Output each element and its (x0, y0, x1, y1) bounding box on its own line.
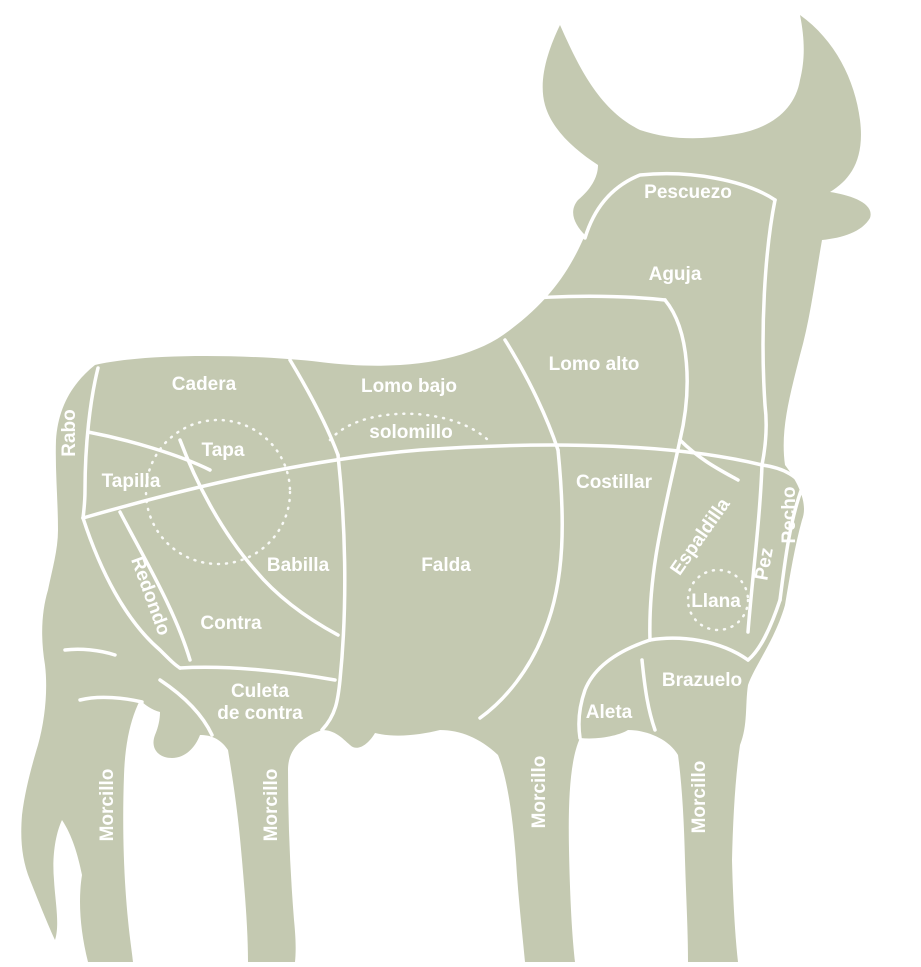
label-morcillo-front-outer: Morcillo (689, 761, 710, 834)
label-aleta: Aleta (586, 702, 633, 723)
label-cadera: Cadera (172, 374, 237, 395)
label-pescuezo: Pescuezo (644, 182, 732, 203)
label-aguja: Aguja (649, 264, 702, 285)
label-tapa: Tapa (202, 440, 245, 461)
label-morcillo-rear-inner: Morcillo (261, 769, 282, 842)
label-lomo-bajo: Lomo bajo (361, 376, 457, 397)
label-solomillo: solomillo (369, 422, 452, 443)
label-babilla: Babilla (267, 555, 330, 576)
label-rabo: Rabo (59, 409, 80, 457)
label-tapilla: Tapilla (102, 471, 161, 492)
label-llana: Llana (691, 591, 741, 612)
label-morcillo-front-inner: Morcillo (529, 756, 550, 829)
label-contra: Contra (200, 613, 262, 634)
label-pecho: Pecho (779, 486, 800, 543)
label-brazuelo: Brazuelo (662, 670, 742, 691)
label-lomo-alto: Lomo alto (549, 354, 640, 375)
label-falda: Falda (421, 555, 471, 576)
label-morcillo-rear-outer: Morcillo (97, 769, 118, 842)
label-costillar: Costillar (576, 472, 653, 493)
label-culeta-line2: de contra (217, 703, 303, 724)
label-culeta-line1: Culeta (231, 681, 290, 702)
